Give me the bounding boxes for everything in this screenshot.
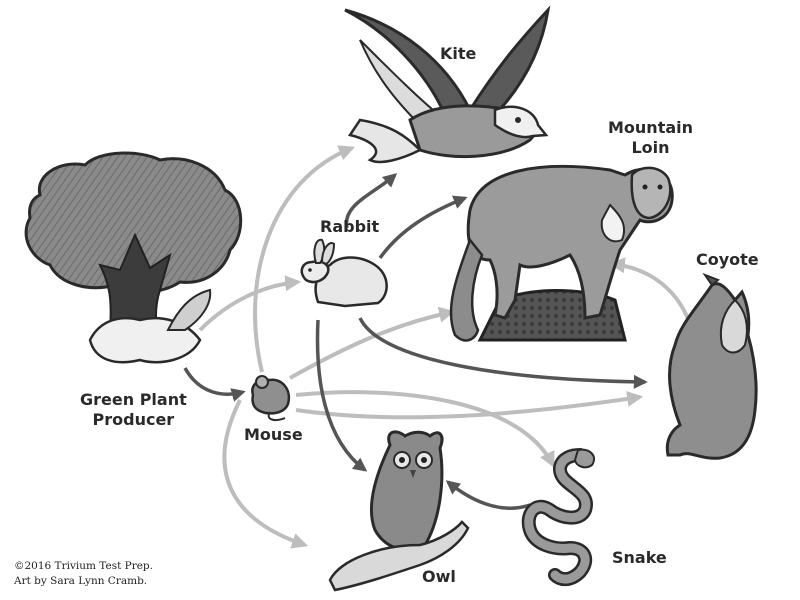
- copyright-credit: ©2016 Trivium Test Prep. Art by Sara Lyn…: [14, 559, 153, 589]
- green-plant-illustration: [24, 151, 243, 364]
- owl-label-text: Owl: [422, 567, 456, 586]
- arrow-mouse-to-kite: [253, 145, 355, 373]
- coyote-label-text: Coyote: [696, 250, 759, 269]
- kite-label-text: Kite: [440, 44, 477, 63]
- rabbit-illustration: [300, 238, 388, 308]
- snake-illustration: [521, 448, 596, 587]
- snake-label: Snake: [612, 548, 667, 568]
- arrow-rabbit-to-owl: [315, 319, 368, 472]
- green-plant-label-line1: Green Plant: [80, 390, 187, 409]
- arrows: [183, 145, 694, 549]
- arrow-plant-to-mouse: [183, 367, 246, 402]
- mountain-lion-label: Mountain Loin: [608, 118, 693, 158]
- copyright-line: ©2016 Trivium Test Prep.: [14, 560, 153, 572]
- owl-label: Owl: [422, 567, 456, 587]
- arrow-plant-to-rabbit: [198, 275, 302, 332]
- green-plant-label: Green Plant Producer: [80, 390, 187, 430]
- green-plant-label-line2: Producer: [92, 410, 175, 429]
- owl-illustration: [328, 430, 470, 592]
- arrow-rabbit-to-kite: [344, 173, 398, 229]
- mountain-lion-label-line1: Mountain: [608, 118, 694, 137]
- arrow-mouse-to-coyote: [295, 390, 644, 420]
- rabbit-label-text: Rabbit: [320, 217, 380, 236]
- arrow-rabbit-to-mountain-lion: [378, 195, 468, 260]
- arrow-mouse-to-mountain-lion: [289, 306, 456, 380]
- coyote-illustration: [665, 272, 758, 460]
- mountain-lion-label-line2: Loin: [631, 138, 670, 157]
- arrow-snake-to-owl: [445, 480, 531, 510]
- arrow-mouse-to-snake: [295, 390, 555, 468]
- mouse-label-text: Mouse: [244, 425, 303, 444]
- mountain-lion-illustration: [449, 164, 674, 342]
- mouse-illustration: [251, 375, 291, 421]
- snake-label-text: Snake: [612, 548, 667, 567]
- arrow-rabbit-to-coyote: [358, 317, 648, 389]
- mouse-label: Mouse: [244, 425, 303, 445]
- kite-label: Kite: [440, 44, 476, 64]
- kite-illustration: [344, 5, 551, 164]
- rabbit-label: Rabbit: [320, 217, 379, 237]
- coyote-label: Coyote: [696, 250, 759, 270]
- artist-credit-line: Art by Sara Lynn Cramb.: [14, 575, 148, 587]
- arrow-mouse-to-owl: [222, 399, 309, 549]
- arrow-coyote-to-mountain-lion: [608, 257, 694, 331]
